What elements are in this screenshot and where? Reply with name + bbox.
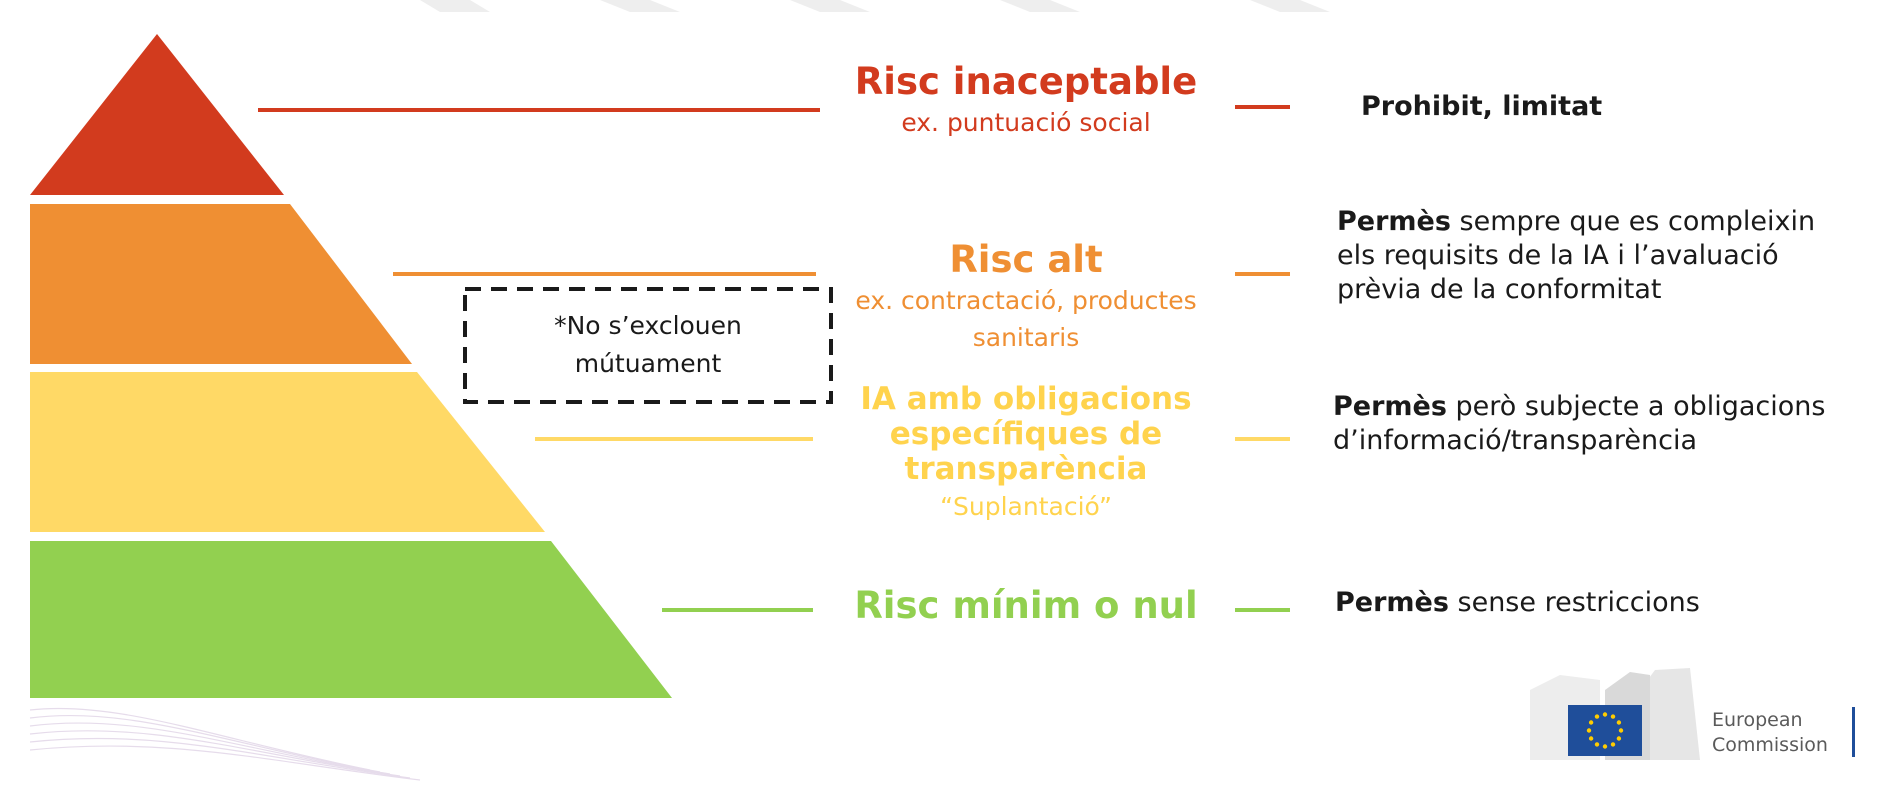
eu-star <box>1588 736 1594 741</box>
level-description-transparency-line1: però subjecte a obligacions <box>1446 391 1826 422</box>
level-title-high: Risc alt <box>949 238 1102 281</box>
level-description-transparency-bold: Permès <box>1333 391 1447 422</box>
level-description-transparency-line2: d’informació/transparència <box>1333 425 1698 456</box>
wave-decoration <box>29 707 421 781</box>
note-line1: *No s’exclouen <box>554 311 742 340</box>
level-title-unacceptable: Risc inaceptable <box>855 60 1197 103</box>
top-decoration <box>420 0 1330 12</box>
eu-star <box>1602 712 1608 717</box>
level-description-high: Permès sempre que es compleixin els requ… <box>1337 205 1815 307</box>
level-description-transparency: Permès però subjecte a obligacions d’inf… <box>1333 390 1825 458</box>
pyramid-tier-high <box>30 204 412 364</box>
level-title-transparency-line2: específiques de <box>890 416 1162 452</box>
level-title-minimal: Risc mínim o nul <box>854 584 1197 627</box>
eu-logo <box>1530 668 1855 760</box>
pyramid-tier-minimal <box>30 541 672 698</box>
eu-stars <box>1586 712 1624 749</box>
note-line2: mútuament <box>575 349 722 378</box>
eu-star <box>1586 728 1592 733</box>
logo-line1: European <box>1712 709 1803 731</box>
level-subtitle-high-line2: sanitaris <box>973 323 1080 352</box>
eu-star <box>1594 714 1600 719</box>
level-description-unacceptable-bold: Prohibit, limitat <box>1361 91 1603 122</box>
eu-star <box>1610 714 1616 719</box>
level-title-transparency-line3: transparència <box>905 451 1148 487</box>
level-subtitle-unacceptable: ex. puntuació social <box>901 108 1150 137</box>
eu-star <box>1602 744 1608 749</box>
eu-star <box>1610 742 1616 747</box>
level-description-high-line3: prèvia de la conformitat <box>1337 274 1662 305</box>
pyramid-tier-unacceptable <box>30 34 284 195</box>
eu-star <box>1588 720 1594 725</box>
level-description-minimal-line1: sense restriccions <box>1448 587 1700 618</box>
eu-star <box>1594 742 1600 747</box>
eu-star <box>1616 736 1622 741</box>
level-description-minimal-bold: Permès <box>1335 587 1449 618</box>
logo-text: European Commission <box>1712 708 1828 758</box>
eu-star <box>1616 720 1622 725</box>
pyramid-tier-transparency <box>30 372 545 532</box>
level-description-high-line2: els requisits de la IA i l’avaluació <box>1337 240 1779 271</box>
level-description-minimal: Permès sense restriccions <box>1335 586 1700 620</box>
level-title-transparency-line1: IA amb obligacions <box>860 381 1191 417</box>
logo-divider <box>1852 707 1855 757</box>
level-subtitle-high-line1: ex. contractació, productes <box>855 286 1196 315</box>
level-description-high-line1: sempre que es compleixin <box>1450 206 1816 237</box>
logo-line2: Commission <box>1712 734 1828 756</box>
eu-star <box>1618 728 1624 733</box>
level-subtitle-transparency: “Suplantació” <box>940 492 1112 521</box>
level-description-high-bold: Permès <box>1337 206 1451 237</box>
level-description-unacceptable: Prohibit, limitat <box>1361 90 1602 124</box>
note-box <box>463 287 833 404</box>
